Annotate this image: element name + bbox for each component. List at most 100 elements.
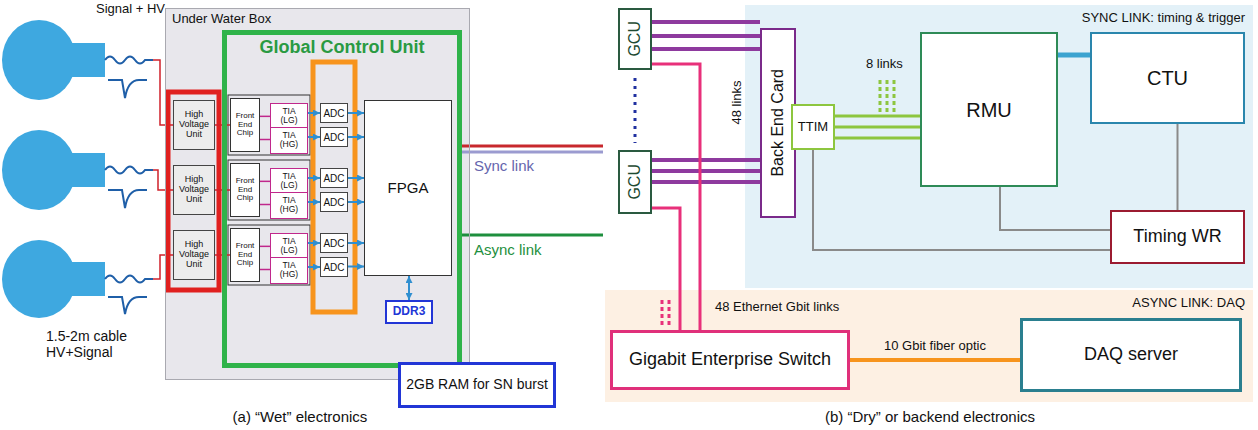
box-fill [165, 8, 470, 380]
panel-caption: (b) “Dry” or backend electronics [825, 408, 1035, 425]
connector [308, 242, 320, 244]
link-stub [661, 300, 664, 326]
connector [652, 208, 680, 330]
adc-box: ADC [320, 127, 348, 147]
pmt-group [2, 20, 105, 318]
front-end-chip-box: Front End Chip [230, 228, 260, 282]
connector [308, 177, 320, 179]
connector [408, 276, 410, 300]
connector [835, 126, 920, 129]
box-label: GCU [626, 164, 644, 200]
pmt-neck [70, 262, 105, 296]
connector [260, 246, 270, 248]
async-link-wire [462, 234, 603, 237]
box-label: TIA (HG) [273, 196, 305, 215]
connector [652, 180, 760, 184]
link-count: 8 links [866, 57, 903, 72]
pulse-sketch [108, 80, 147, 98]
box-label: Front End Chip [233, 177, 257, 203]
front-end-chip-box: Front End Chip [230, 163, 260, 217]
box-label: RMU [966, 99, 1012, 121]
module-box: TTIM [791, 104, 835, 150]
pmt-neck [70, 153, 105, 187]
connector [308, 136, 320, 138]
link-label: Async link [474, 241, 542, 258]
region-fill [745, 5, 1253, 288]
connector [348, 177, 364, 179]
link-wire [652, 20, 760, 24]
box-label: TIA (HG) [273, 131, 305, 150]
box-label: ADC [323, 238, 344, 249]
amplifier-box: TIA (LG) [270, 168, 308, 195]
gcu-box: GCU [618, 8, 652, 70]
green-link-bundle [835, 80, 920, 138]
box-label: ADC [323, 197, 344, 208]
group-title: SYNC LINK: timing & trigger [753, 11, 1245, 25]
box-label: Gigabit Enterprise Switch [629, 350, 831, 370]
box-label: FPGA [388, 180, 429, 197]
front-end-chip-box: Front End Chip [230, 98, 260, 152]
box-label: ADC [323, 262, 344, 273]
link-count: 48 Ethernet Gbit links [712, 300, 842, 315]
amplifier-box: TIA (LG) [270, 233, 308, 260]
pmt-bulb [2, 20, 76, 100]
adc-box: ADC [320, 233, 348, 253]
box-label: 2GB RAM for SN burst [406, 377, 548, 392]
timing-box: Timing WR [1110, 210, 1245, 264]
connector [1058, 53, 1090, 58]
box-label: Back End Card [769, 69, 787, 177]
cable-wave [105, 167, 153, 174]
front-end-group-outline [228, 95, 310, 155]
box-label: GCU [626, 21, 644, 57]
link-stub [668, 300, 671, 326]
link-wire [652, 158, 760, 162]
box-label: TIA (LG) [273, 237, 305, 256]
box-label: Timing WR [1133, 227, 1221, 247]
cable-waves [105, 57, 153, 315]
sync-link-wire [462, 151, 603, 154]
note-box: 2GB RAM for SN burst [398, 362, 556, 408]
connector [308, 112, 320, 114]
link-stub [893, 80, 896, 112]
amplifier-box: TIA (HG) [270, 257, 308, 284]
sync-link-wire [462, 145, 603, 148]
group-title: Under Water Box [172, 12, 463, 26]
connector [652, 64, 700, 330]
signal-label: Signal + HV [96, 2, 165, 17]
connector [260, 181, 270, 183]
box-label: TIA (LG) [273, 107, 305, 126]
adc-box: ADC [320, 257, 348, 277]
ellipsis-dots [634, 78, 637, 143]
adc-bracket-outline [313, 62, 355, 312]
unit-box: RMU [920, 32, 1058, 187]
box-label: Front End Chip [233, 242, 257, 268]
connector [260, 139, 270, 141]
hv-unit-box: High Voltage Unit [173, 230, 215, 280]
cable-wave [105, 57, 153, 64]
amplifier-box: TIA (HG) [270, 192, 308, 219]
hv-unit-box: High Voltage Unit [173, 165, 215, 215]
link-wire [835, 115, 920, 118]
hv-bracket-outline [168, 92, 219, 290]
box-label: High Voltage Unit [176, 110, 212, 140]
pmt-bulb [2, 130, 76, 210]
box-label: TIA (LG) [273, 172, 305, 191]
unit-box: CTU [1090, 32, 1245, 124]
housing-box: Under Water BoxGlobal Control UnitFront … [165, 8, 470, 380]
link-label: Sync link [474, 157, 534, 174]
pink-link-stubs [662, 300, 669, 326]
box-label: ADC [323, 132, 344, 143]
box-label: DDR3 [393, 305, 426, 318]
connector [348, 112, 364, 114]
adc-box: ADC [320, 168, 348, 188]
cable-label: 1.5-2m cable HV+Signal [46, 328, 141, 360]
hv-unit-box: High Voltage Unit [173, 100, 215, 150]
connector [260, 116, 270, 118]
box-label: TIA (HG) [273, 261, 305, 280]
link-stub [879, 80, 882, 112]
connector [1177, 124, 1179, 210]
connector [260, 204, 270, 206]
link-wire [652, 169, 760, 173]
group-title: Global Control Unit [231, 38, 453, 58]
connector [348, 201, 364, 203]
